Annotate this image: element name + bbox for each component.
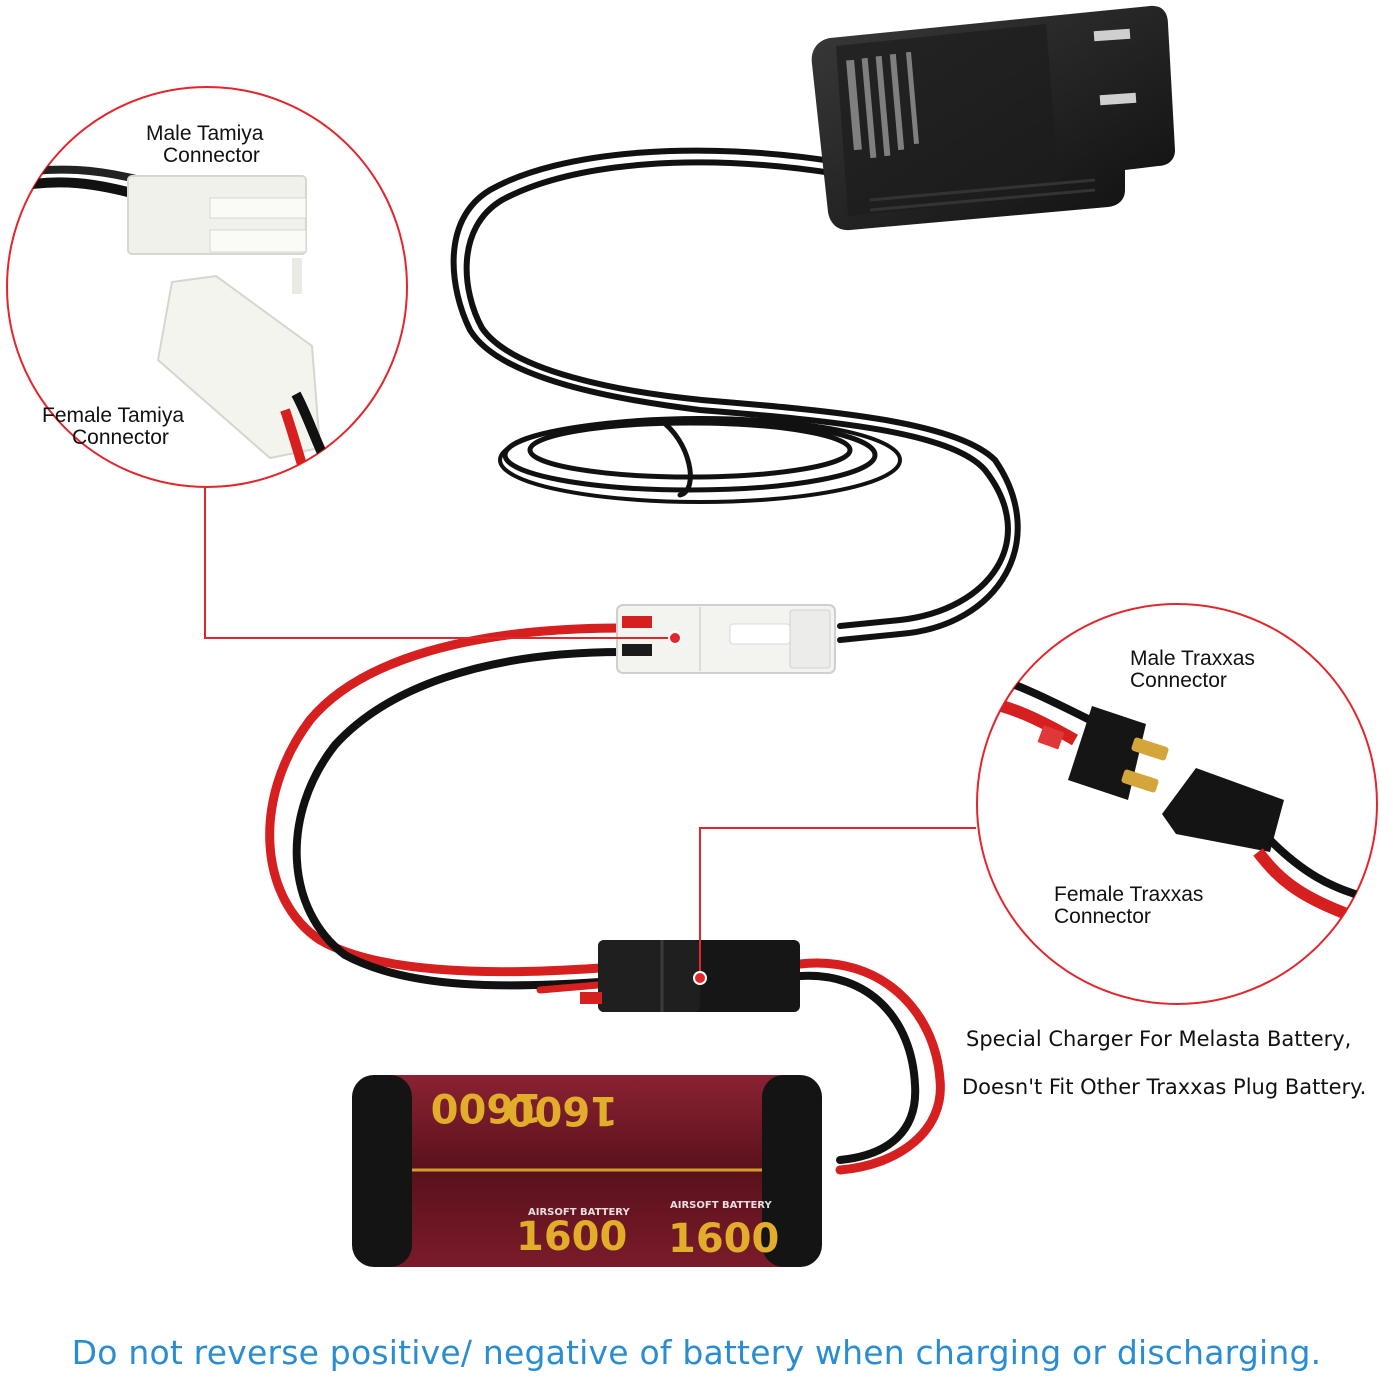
battery-capacity-bottom-2: 1600 bbox=[668, 1216, 779, 1262]
battery-capacity-top-1: 1600 bbox=[431, 1084, 542, 1130]
note-line-1: Special Charger For Melasta Battery, bbox=[966, 1027, 1351, 1051]
note-line-2: Doesn't Fit Other Traxxas Plug Battery. bbox=[962, 1075, 1366, 1099]
male-traxxas-connector bbox=[1068, 706, 1169, 800]
battery-capacity-bottom-1: 1600 bbox=[516, 1214, 627, 1260]
tamiya-leader-line bbox=[204, 488, 682, 645]
male-tamiya-label-line1: Male Tamiya bbox=[146, 122, 264, 145]
male-traxxas-label-line2: Connector bbox=[1130, 669, 1227, 692]
male-tamiya-connector bbox=[127, 175, 307, 294]
traxxas-connector-joined bbox=[580, 940, 800, 1012]
wall-charger-icon bbox=[811, 5, 1175, 231]
traxxas-leader-line bbox=[693, 827, 976, 985]
red-dot-marker-icon bbox=[668, 631, 682, 645]
male-traxxas-label-line1: Male Traxxas bbox=[1130, 647, 1255, 670]
tamiya-connector-joined bbox=[616, 604, 836, 674]
male-tamiya-label-line2: Connector bbox=[163, 144, 260, 167]
red-dot-marker-icon bbox=[693, 971, 707, 985]
female-tamiya-label-line1: Female Tamiya bbox=[42, 404, 184, 427]
battery-cell-label-2: AIRSOFT BATTERY bbox=[670, 1200, 772, 1211]
traxxas-callout: Male Traxxas Connector Female Traxxas Co… bbox=[976, 603, 1378, 1005]
nimh-battery-pack-icon: 1600 1600 1600 1600 AIRSOFT BATTERY AIRS… bbox=[352, 1075, 822, 1267]
male-tamiya-label: Male Tamiya bbox=[146, 122, 264, 145]
female-tamiya-label-line2: Connector bbox=[72, 426, 169, 449]
battery-wires bbox=[265, 623, 945, 1175]
battery-capacity-top-2: 1600 bbox=[507, 1087, 618, 1133]
female-traxxas-label-line2: Connector bbox=[1054, 905, 1151, 928]
battery-cell-label: AIRSOFT BATTERY bbox=[528, 1207, 630, 1218]
charger-cable bbox=[450, 147, 1021, 643]
female-traxxas-label-line1: Female Traxxas bbox=[1054, 883, 1203, 906]
tamiya-callout: Male Tamiya Connector Female Tamiya Conn… bbox=[6, 86, 408, 488]
polarity-warning: Do not reverse positive/ negative of bat… bbox=[71, 1333, 1322, 1372]
female-tamiya-connector bbox=[156, 274, 341, 487]
